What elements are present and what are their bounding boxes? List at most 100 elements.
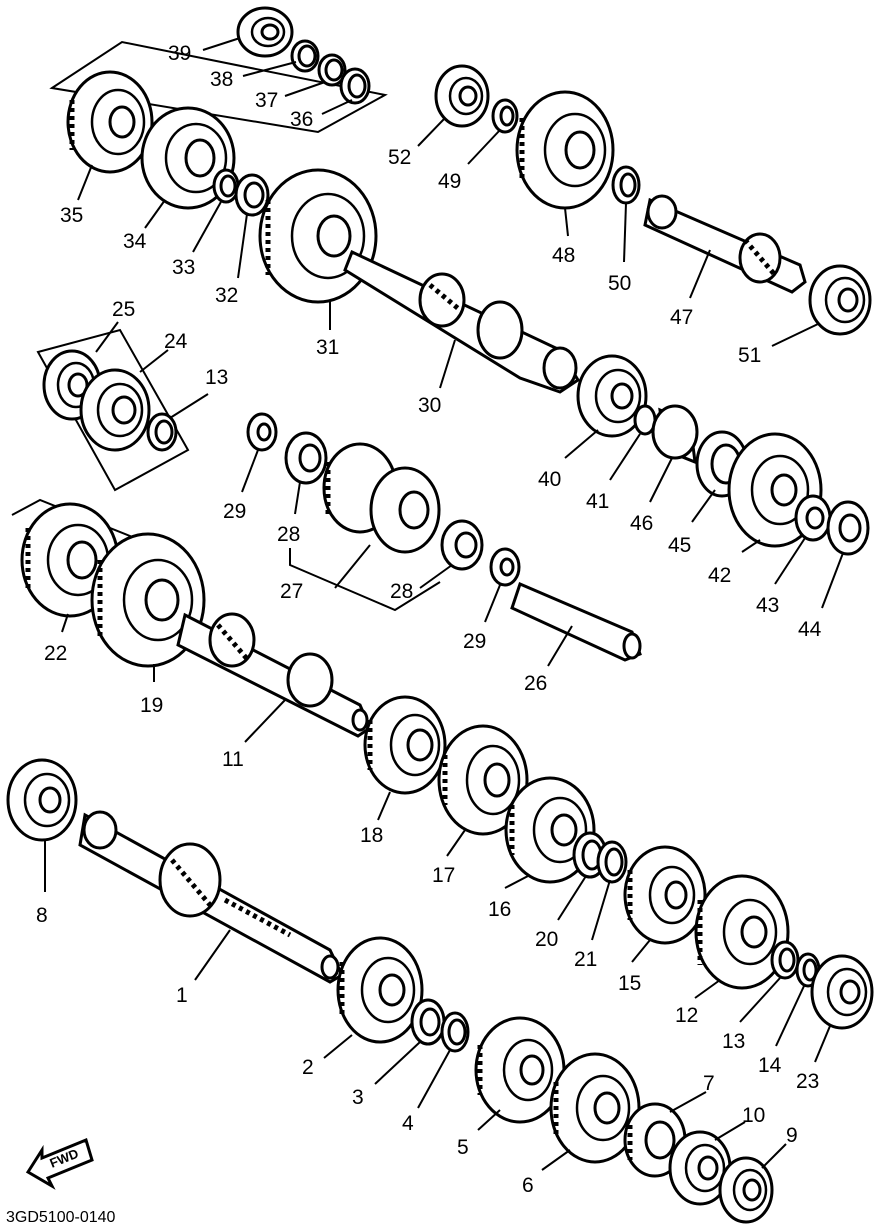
part-16-gear	[504, 776, 596, 884]
part-49-washer	[491, 98, 519, 134]
part-30-shaft	[343, 249, 581, 394]
part-26-shaft	[510, 581, 642, 662]
callout-31-label: 31	[316, 336, 339, 359]
callout-10-label: 10	[742, 1104, 765, 1127]
callout-46: 46	[630, 457, 673, 535]
callout-16: 16	[488, 875, 529, 921]
part-47-shaft	[643, 194, 807, 294]
callout-9: 9	[761, 1124, 798, 1169]
part-27-gear	[322, 442, 441, 554]
part-29-washer-bottom	[489, 547, 521, 587]
callout-7: 7	[669, 1072, 715, 1113]
callout-8: 8	[36, 840, 48, 927]
part-4-circlip	[440, 1011, 470, 1053]
callout-28-top-label: 28	[277, 523, 300, 546]
part-12-gear	[694, 874, 790, 990]
callout-12: 12	[675, 979, 721, 1027]
callout-44-label: 44	[798, 618, 822, 641]
callout-labels: 39 38 37 36 35 34 33 32 31 30 52 49 48 5…	[36, 37, 844, 1197]
callout-5: 5	[457, 1109, 501, 1159]
callout-25-label: 25	[112, 298, 135, 321]
callout-29-top-label: 29	[223, 500, 246, 523]
callout-25: 25	[95, 298, 135, 353]
callout-9-label: 9	[786, 1124, 798, 1147]
callout-2: 2	[302, 1034, 353, 1079]
callout-36: 36	[290, 99, 353, 131]
fwd-arrow-icon: FWD	[25, 1137, 94, 1190]
part-44-nut	[826, 500, 870, 556]
callout-13-left-label: 13	[205, 366, 228, 389]
part-35-gear	[66, 70, 154, 174]
callout-10: 10	[714, 1104, 765, 1141]
callout-11-label: 11	[222, 748, 244, 771]
part-10-bearing	[668, 1130, 732, 1206]
callout-33: 33	[172, 199, 223, 279]
callout-46-label: 46	[630, 512, 653, 535]
callout-14: 14	[758, 985, 805, 1077]
callout-21-label: 21	[574, 948, 597, 971]
callout-24-label: 24	[164, 330, 188, 353]
callout-45: 45	[668, 489, 716, 557]
callout-13-right-label: 13	[722, 1030, 745, 1053]
callout-30: 30	[418, 339, 456, 417]
callout-50-label: 50	[608, 272, 631, 295]
callout-39: 39	[168, 37, 241, 65]
callout-42: 42	[708, 539, 761, 587]
part-23-bearing	[810, 954, 874, 1030]
callout-40-label: 40	[538, 468, 561, 491]
callout-21: 21	[574, 879, 611, 971]
part-50-circlip	[611, 165, 641, 205]
part-3-washer	[410, 998, 446, 1046]
callout-40: 40	[538, 429, 599, 491]
callout-37: 37	[255, 81, 326, 112]
callout-28-bottom-label: 28	[390, 580, 413, 603]
callout-7-label: 7	[703, 1072, 715, 1095]
callout-18-label: 18	[360, 824, 383, 847]
part-34-gear	[140, 106, 236, 210]
callout-51-label: 51	[738, 344, 761, 367]
callout-23-label: 23	[796, 1070, 819, 1093]
callout-6: 6	[522, 1149, 571, 1197]
part-17-gear	[437, 724, 529, 836]
callout-32-label: 32	[215, 284, 238, 307]
callout-35-label: 35	[60, 204, 83, 227]
callout-1-label: 1	[176, 984, 188, 1007]
callout-24: 24	[139, 330, 188, 373]
part-28-needle-bearing-top	[284, 431, 328, 485]
callout-41: 41	[586, 433, 641, 513]
part-19-gear	[90, 532, 206, 668]
part-28-needle-bearing-bottom	[440, 519, 484, 571]
part-21-circlip	[596, 840, 628, 884]
group-bracket-top	[49, 40, 388, 134]
callout-28-top: 28	[277, 481, 301, 546]
callout-48-label: 48	[552, 244, 575, 267]
callout-15: 15	[618, 939, 651, 995]
callout-36-label: 36	[290, 108, 313, 131]
callout-38-label: 38	[210, 68, 233, 91]
callout-8-label: 8	[36, 904, 48, 927]
callout-11: 11	[222, 699, 286, 771]
part-13-circlip-right	[770, 940, 800, 980]
part-9-oil-seal	[718, 1156, 774, 1224]
callout-20-label: 20	[535, 928, 558, 951]
callout-52-label: 52	[388, 146, 411, 169]
callout-22-label: 22	[44, 642, 67, 665]
part-13-circlip-left	[146, 412, 178, 452]
callout-41-label: 41	[586, 490, 609, 513]
callout-42-label: 42	[708, 564, 731, 587]
callout-27-label: 27	[280, 580, 303, 603]
callout-29-bottom-label: 29	[463, 630, 486, 653]
callout-49: 49	[438, 129, 501, 193]
part-43-lock-washer	[794, 494, 832, 542]
callout-18: 18	[360, 791, 391, 847]
callout-4: 4	[402, 1049, 451, 1135]
part-38-circlip	[290, 39, 320, 73]
callout-37-label: 37	[255, 89, 278, 112]
callout-47: 47	[670, 249, 711, 329]
callout-52: 52	[388, 117, 446, 169]
callout-22: 22	[44, 613, 69, 665]
part-1-shaft	[78, 810, 344, 984]
callout-20: 20	[535, 875, 587, 951]
callout-29-top: 29	[223, 449, 259, 523]
